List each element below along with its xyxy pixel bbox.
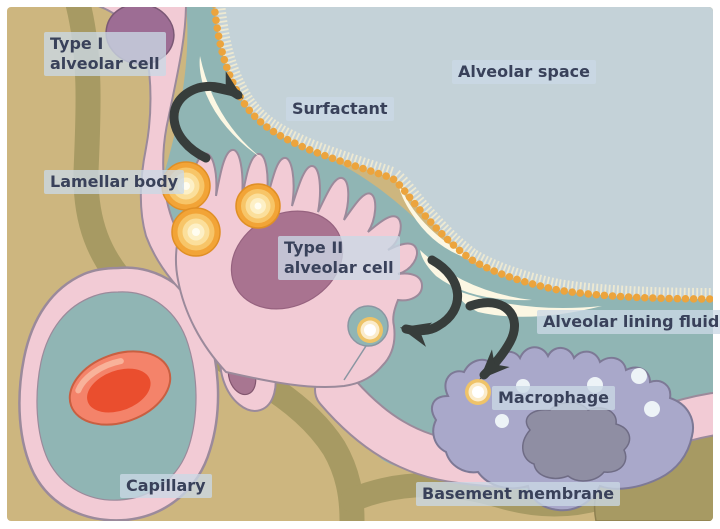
recycling-arrow: [399, 255, 463, 347]
cell-junction-line: [343, 345, 367, 381]
secretion-arrow: [169, 71, 244, 163]
label-surfactant: Surfactant: [286, 97, 394, 121]
surfactant-vesicle-exocytosed: [357, 317, 383, 343]
label-type1-line1: Type I: [50, 34, 104, 53]
surfactant-vesicle-phagocytosed: [465, 379, 491, 405]
surfactant-layer: [210, 7, 713, 303]
macrophage-nucleus: [522, 401, 631, 482]
label-type2-line2: alveolar cell: [284, 258, 394, 277]
label-type1-alveolar-cell: Type I alveolar cell: [44, 32, 166, 76]
uptake-arrow: [465, 298, 519, 380]
label-alveolar-lining-fluid: Alveolar lining fluid: [537, 310, 720, 334]
label-capillary: Capillary: [120, 474, 212, 498]
label-lamellar-body: Lamellar body: [44, 170, 185, 194]
label-type2-alveolar-cell: Type II alveolar cell: [278, 236, 400, 280]
surfactant-film-3: [420, 250, 532, 301]
pathway-arrows: [169, 71, 519, 380]
red-blood-cell: [68, 350, 172, 426]
label-macrophage: Macrophage: [492, 386, 616, 410]
label-alveolar-space: Alveolar space: [452, 60, 596, 84]
label-type1-line2: alveolar cell: [50, 54, 160, 73]
label-basement-membrane: Basement membrane: [416, 482, 621, 506]
lamellar-body-3: [235, 183, 281, 229]
label-type2-line1: Type II: [284, 238, 344, 257]
lamellar-body-2: [171, 207, 221, 257]
